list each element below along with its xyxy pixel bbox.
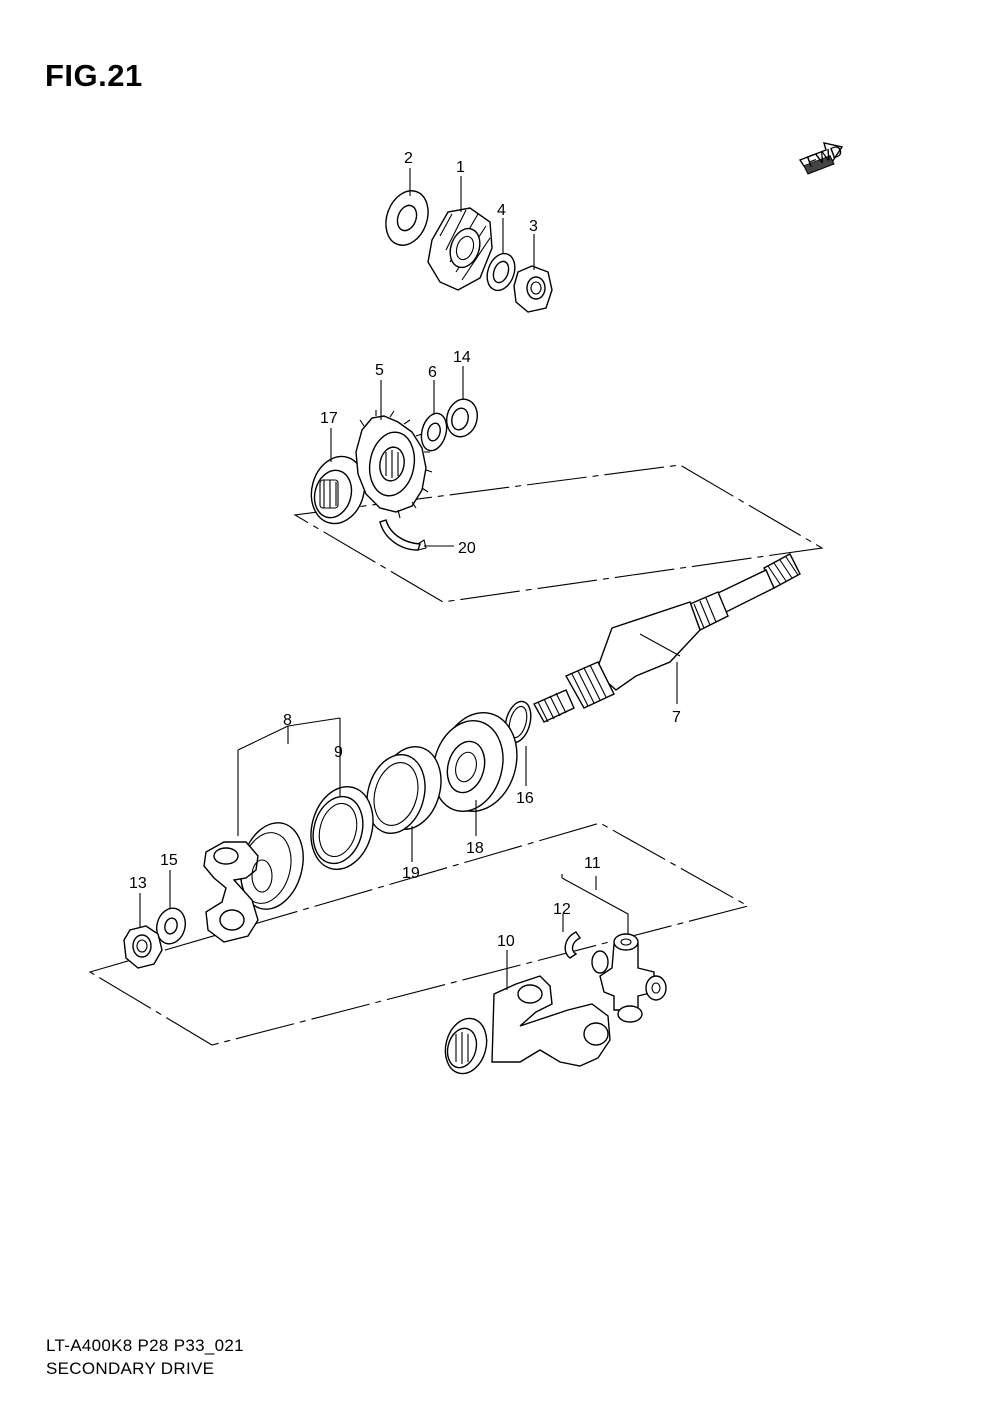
part-2-washer [385, 190, 429, 246]
callout-12: 12 [553, 901, 571, 918]
part-11-spider [591, 933, 667, 1023]
callout-2: 2 [404, 150, 413, 167]
part-20-circlip [379, 519, 427, 551]
callout-labels: 2 1 4 3 14 5 6 17 20 7 8 9 16 18 19 15 1… [129, 150, 681, 950]
part-18-bearing [432, 712, 518, 812]
part-17-bearing [310, 455, 366, 525]
part-6-washer [420, 412, 448, 452]
callout-4: 4 [497, 202, 506, 219]
part-9-oil-seal [310, 785, 374, 871]
callout-1: 1 [456, 159, 465, 176]
part-13-nut [123, 925, 163, 969]
callout-15: 15 [160, 852, 178, 869]
callout-9: 9 [334, 744, 343, 761]
part-1-bevel-gear [427, 207, 493, 291]
callout-7: 7 [672, 709, 681, 726]
section-name: SECONDARY DRIVE [46, 1359, 215, 1378]
group-outline-countershaft [293, 464, 824, 603]
callout-20: 20 [458, 540, 476, 557]
part-12-circlip [564, 931, 582, 959]
part-5-driven-gear [355, 410, 433, 519]
callout-19: 19 [402, 865, 420, 882]
callout-5: 5 [375, 362, 384, 379]
part-19-seal [366, 745, 442, 835]
part-10-yoke [444, 975, 611, 1075]
part-14-spacer [445, 398, 479, 438]
callout-6: 6 [428, 364, 437, 381]
callout-10: 10 [497, 933, 515, 950]
part-4-ring [486, 252, 516, 292]
part-15-washer [155, 907, 187, 945]
leader-lines [139, 168, 678, 990]
part-8-yoke [203, 822, 304, 943]
figure-title: FIG.21 [45, 58, 143, 93]
model-code: LT-A400K8 P28 P33_021 [46, 1336, 244, 1355]
group-outline-joint [88, 822, 750, 1046]
callout-18: 18 [466, 840, 484, 857]
fwd-arrow-icon: FWD [798, 142, 845, 175]
part-7-secondary-shaft [533, 553, 801, 723]
callout-11: 11 [584, 855, 601, 872]
callout-14: 14 [453, 349, 471, 366]
callout-17: 17 [320, 410, 338, 427]
callout-3: 3 [529, 218, 538, 235]
part-3-nut [513, 265, 553, 313]
callout-8: 8 [283, 712, 292, 729]
callout-16: 16 [516, 790, 534, 807]
callout-13: 13 [129, 875, 147, 892]
